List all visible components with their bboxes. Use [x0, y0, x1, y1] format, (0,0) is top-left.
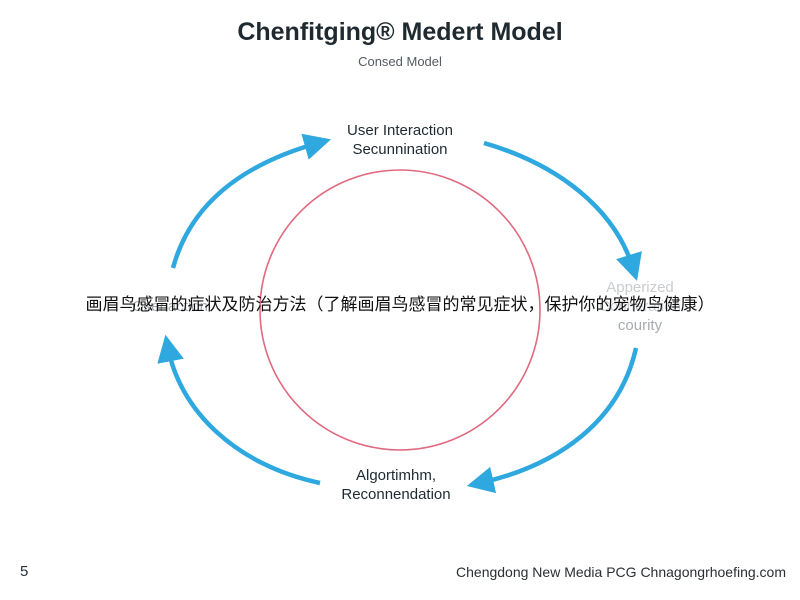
arrow-right-to-bottom: [466, 347, 639, 494]
node-bottom-line1: Algortimhm,: [355, 467, 437, 484]
page-title: Chenfitging® Medert Model: [237, 18, 563, 46]
node-top-line1: User Interaction: [347, 122, 453, 139]
overlay-caption: 画眉鸟感冒的症状及防治方法（了解画眉鸟感冒的常见症状，保护你的宠物鸟健康）: [85, 295, 715, 315]
arrow-top-to-right: [483, 140, 642, 281]
node-left-label: Oseriaction: [95, 297, 245, 316]
footer-credit: Chengdong New Media PCG Chnagongrhoefing…: [456, 564, 786, 580]
page-subtitle: Consed Model: [358, 54, 442, 69]
node-bottom-line2: Reconnendation: [341, 486, 451, 503]
center-circle: [259, 169, 541, 451]
page-number: 5: [20, 563, 29, 580]
node-right-line2: Conneration: [599, 298, 681, 315]
node-right-line1: Apperized: [606, 279, 674, 296]
node-right-label: Apperized Conneration courity: [570, 278, 710, 335]
arrow-bottom-to-left: [157, 334, 321, 486]
arrow-left-to-top: [170, 133, 331, 269]
node-top-label: User Interaction Secunnination: [300, 121, 500, 159]
node-right-line3: courity: [617, 317, 663, 334]
node-left-line1: Oseriaction: [132, 298, 208, 315]
node-bottom-label: Algortimhm, Reconnendation: [296, 466, 496, 504]
node-top-line2: Secunnination: [352, 141, 448, 158]
